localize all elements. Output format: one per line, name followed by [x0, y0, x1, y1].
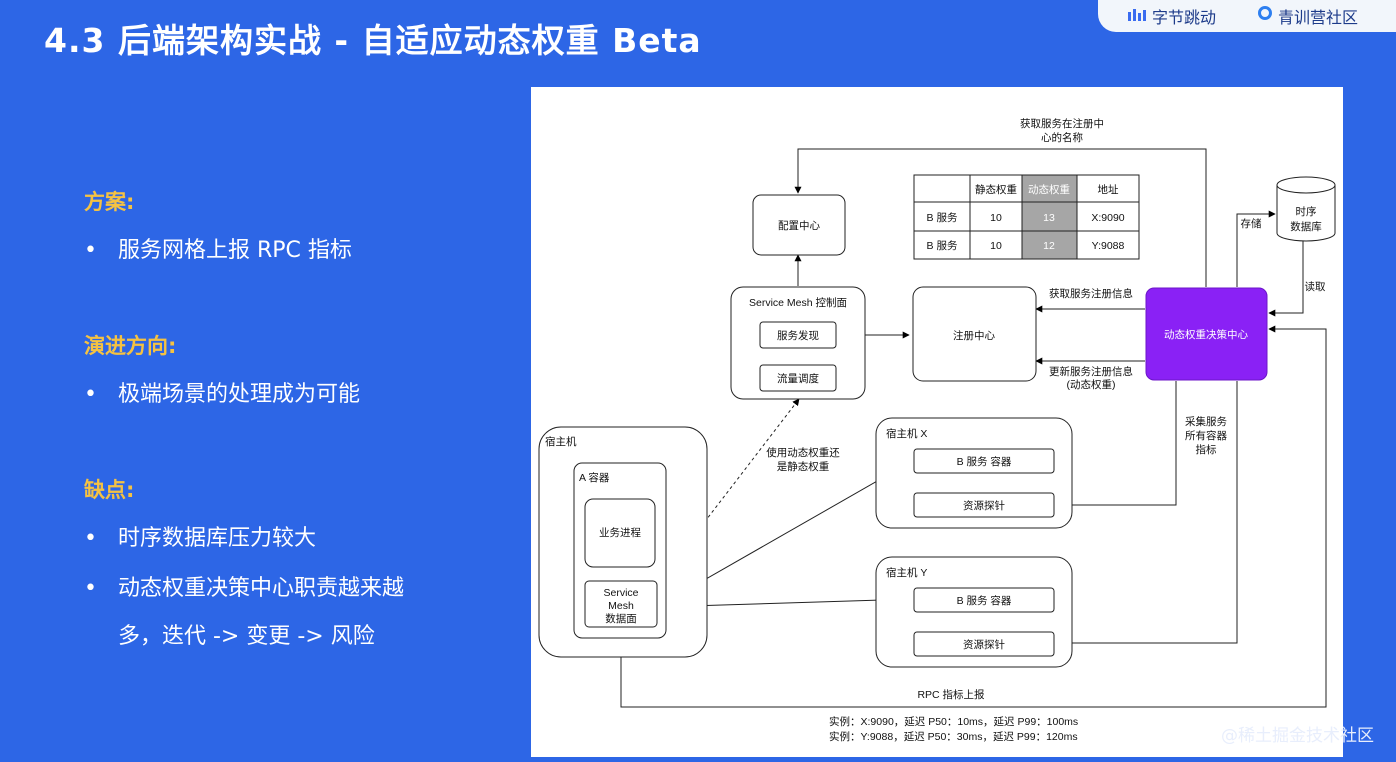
host-x-label: 宿主机 X	[886, 427, 927, 440]
table-cell: B 服务	[927, 211, 958, 224]
table-cell: Y:9088	[1092, 240, 1125, 252]
host-label: 宿主机	[545, 435, 577, 448]
data-plane-label: 数据面	[605, 612, 637, 625]
tsdb-label: 数据库	[1290, 220, 1322, 233]
b-service-x-label: B 服务 容器	[957, 455, 1012, 468]
edge-label: 获取服务在注册中	[1020, 117, 1104, 130]
list-item: •时序数据库压力较大	[84, 526, 317, 551]
tsdb-node	[1276, 176, 1336, 242]
service-discovery-label: 服务发现	[777, 329, 819, 342]
tsdb-label: 时序	[1296, 205, 1317, 218]
edge-label: 心的名称	[1041, 131, 1083, 144]
table-header: 地址	[1098, 183, 1120, 196]
edge-label: 读取	[1305, 280, 1327, 293]
edge-label: 更新服务注册信息	[1049, 365, 1133, 378]
config-center-label: 配置中心	[778, 219, 820, 232]
data-plane-label: Service	[603, 587, 638, 599]
table-cell: X:9090	[1091, 212, 1124, 224]
edge-store	[1236, 210, 1276, 287]
host-y-label: 宿主机 Y	[886, 566, 927, 579]
data-plane-label: Mesh	[608, 600, 634, 612]
container-a-label: A 容器	[579, 471, 610, 484]
edge-label: 存储	[1241, 217, 1263, 230]
control-plane-label: Service Mesh 控制面	[749, 296, 847, 309]
instance-line: 实例：Y:9088，延迟 P50：30ms，延迟 P99：120ms	[829, 730, 1078, 743]
probe-x-label: 资源探针	[963, 499, 1005, 512]
probe-y-node	[913, 631, 1055, 657]
decision-center-node	[1145, 287, 1268, 381]
evolution-heading: 演进方向:	[84, 334, 177, 358]
table-cell: 13	[1043, 212, 1055, 224]
edge-collect-y	[1056, 381, 1238, 647]
edge-collect-x	[1056, 381, 1177, 509]
business-process-label: 业务进程	[599, 526, 641, 539]
list-item: •服务网格上报 RPC 指标	[84, 238, 352, 263]
edge-label: 获取服务注册信息	[1049, 287, 1133, 300]
config-center-node	[752, 194, 846, 256]
watermark: @稀土掘金技术社区	[1221, 726, 1374, 746]
table-header: 动态权重	[1028, 183, 1070, 196]
logo-bar: 字节跳动 青训营社区	[1098, 0, 1396, 32]
logo-left-text: 字节跳动	[1152, 8, 1217, 27]
edge-label: 所有容器	[1185, 429, 1227, 442]
edge-label: RPC 指标上报	[917, 688, 985, 701]
traffic-scheduling-label: 流量调度	[777, 372, 819, 385]
probe-y-label: 资源探针	[963, 638, 1005, 651]
table-cell: 10	[990, 240, 1002, 252]
list-item: •动态权重决策中心职责越来越	[84, 576, 405, 601]
table-cell: B 服务	[927, 239, 958, 252]
probe-x-node	[913, 492, 1055, 518]
page-title: 4.3 后端架构实战 - 自适应动态权重 Beta	[44, 21, 702, 60]
b-service-x-node	[913, 448, 1055, 474]
service-discovery-node	[759, 321, 837, 349]
edge-label: 使用动态权重还	[766, 446, 840, 459]
data-plane-node	[584, 580, 658, 628]
instance-line: 实例：X:9090，延迟 P50：10ms，延迟 P99：100ms	[829, 715, 1078, 728]
business-process-node	[584, 498, 656, 568]
camp-logo-icon	[1258, 6, 1272, 20]
list-item: •极端场景的处理成为可能	[84, 382, 361, 407]
table-cell: 12	[1043, 240, 1055, 252]
edge-label: 指标	[1196, 443, 1218, 456]
list-item-continued: 多，迭代 -> 变更 -> 风险	[118, 624, 375, 649]
weight-table	[913, 174, 1140, 260]
b-service-y-label: B 服务 容器	[957, 594, 1012, 607]
edge-label: 采集服务	[1185, 415, 1227, 428]
edge-get-name	[794, 148, 1207, 287]
table-header: 静态权重	[975, 183, 1017, 196]
decision-center-label: 动态权重决策中心	[1164, 328, 1248, 341]
traffic-scheduling-node	[759, 364, 837, 392]
registry-node	[912, 286, 1037, 382]
edge-label: 是静态权重	[777, 460, 830, 473]
edge-rpc-report	[620, 325, 1327, 708]
table-cell: 10	[990, 212, 1002, 224]
b-service-y-node	[913, 587, 1055, 613]
logo-right-text: 青训营社区	[1278, 8, 1359, 27]
edge-read	[1268, 240, 1304, 317]
edge-label: (动态权重)	[1067, 378, 1116, 391]
cons-heading: 缺点:	[84, 478, 135, 502]
architecture-diagram: 配置中心 Service Mesh 控制面 服务发现 流量调度 注册中心 动态权…	[531, 87, 1343, 757]
registry-label: 注册中心	[953, 329, 995, 342]
plan-heading: 方案:	[84, 190, 135, 214]
bytedance-logo-icon	[1128, 6, 1146, 21]
